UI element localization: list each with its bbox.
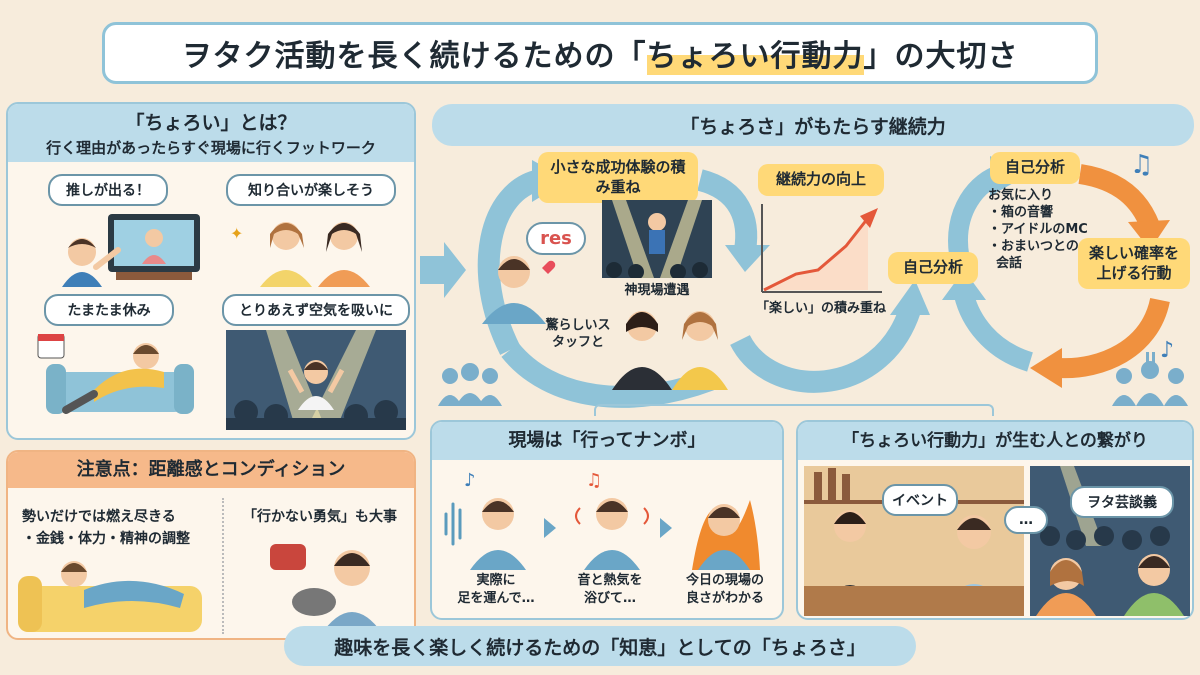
sofa-icon bbox=[37, 334, 194, 414]
encounter-caption: 神現場遭遇 bbox=[624, 283, 690, 298]
connections-panel: 「ちょろい行動力」が生む人との繋がり イベント … ヲタ芸談義 bbox=[796, 420, 1194, 620]
reason-card-holiday: たまたま休み bbox=[26, 294, 201, 434]
reason-card-air: とりあえず空気を吸いに bbox=[220, 294, 410, 434]
stage-illustration bbox=[602, 200, 712, 278]
self-analysis-top: 自己分析 bbox=[990, 152, 1080, 184]
caution-header: 注意点：距離感とコンディション bbox=[8, 452, 414, 488]
crowd-icon-left bbox=[438, 363, 502, 406]
caution-left-line1: 勢いだけでは燃え尽きる bbox=[22, 509, 176, 525]
connections-header: 「ちょろい行動力」が生む人との繋がり bbox=[798, 422, 1192, 460]
page-title: ヲタク活動を長く続けるための「ちょろい行動力」の大切さ bbox=[102, 22, 1098, 84]
footer-banner: 趣味を長く楽しく続けるための「知恵」としての「ちょろさ」 bbox=[284, 626, 916, 666]
reason-bubble-air: とりあえず空気を吸いに bbox=[222, 294, 410, 326]
genba-step-3: 今日の現場の 良さがわかる bbox=[670, 572, 780, 607]
self-analysis-left: 自己分析 bbox=[888, 252, 978, 284]
music-note-icon-4: ♫ bbox=[586, 470, 603, 491]
music-note-icon-2: ♪ bbox=[1160, 338, 1175, 363]
genba-step-2-line2: 浴びて… bbox=[583, 590, 636, 606]
title-highlight: ちょろい行動力 bbox=[646, 31, 864, 75]
connector-line bbox=[594, 404, 994, 416]
genba-step-1-line2: 足を運んで… bbox=[457, 590, 535, 606]
music-note-icon-3: ♪ bbox=[464, 470, 476, 491]
dots-bubble: … bbox=[1004, 506, 1048, 534]
tv-icon bbox=[62, 214, 200, 287]
caution-divider bbox=[222, 498, 224, 634]
reason-bubble-holiday: たまたま休み bbox=[44, 294, 174, 326]
success-label: 小さな成功体験の積み重ね bbox=[538, 152, 698, 203]
sparkle-icon: ✦ bbox=[230, 224, 244, 243]
choroi-heading: 「ちょろい」とは？ bbox=[125, 112, 297, 134]
caution-right-title: 「行かない勇気」も大事 bbox=[243, 509, 397, 525]
graph-caption: 「楽しい」の積み重ね bbox=[755, 301, 886, 316]
res-bubble: res bbox=[526, 222, 586, 255]
choroi-panel: 「ちょろい」とは？ 行く理由があったらすぐ現場に行くフットワーク 推しが出る！ … bbox=[6, 102, 416, 440]
resting-person-illustration bbox=[18, 561, 202, 632]
success-label-text: 小さな成功体験の積み重ね bbox=[550, 158, 686, 196]
growth-label: 継続力の向上 bbox=[758, 164, 884, 196]
friends-illustration bbox=[260, 222, 370, 287]
analysis-item-3: ・おまいつとの bbox=[988, 238, 1079, 254]
sound-wave-icon bbox=[444, 498, 760, 570]
genba-step-1-line1: 実際に bbox=[476, 573, 516, 588]
arrow-right-icon bbox=[420, 242, 466, 298]
person-res-illustration bbox=[482, 256, 556, 324]
bottle-icon bbox=[814, 468, 850, 500]
genba-step-3-line1: 今日の現場の bbox=[685, 573, 764, 588]
reason-card-friends: 知り合いが楽しそう ✦ bbox=[220, 174, 405, 289]
genba-panel: 現場は「行ってナンボ」 ♪ ♫ 実際に 足を運んで… 音と熱気を 浴びて… 今日… bbox=[430, 420, 784, 620]
analysis-list: お気に入り ・箱の音響 ・アイドルのMC ・おまいつとの 会話 bbox=[988, 188, 1098, 272]
spotlight-icon bbox=[226, 330, 406, 430]
genba-header: 現場は「行ってナンボ」 bbox=[432, 422, 782, 460]
choroi-panel-header: 「ちょろい」とは？ 行く理由があったらすぐ現場に行くフットワーク bbox=[8, 104, 414, 162]
wallet-icon bbox=[270, 544, 384, 636]
caution-panel: 注意点：距離感とコンディション 勢いだけでは燃え尽きる ・金銭・体力・精神の調整… bbox=[6, 450, 416, 640]
staff-caption: 驚らしいスタッフと bbox=[540, 318, 616, 352]
title-pre: ヲタク活動を長く続けるための「 bbox=[181, 39, 647, 74]
growth-graph bbox=[761, 204, 882, 293]
analysis-item-4: 会話 bbox=[996, 255, 1023, 271]
crowd-icon-right bbox=[1112, 352, 1188, 406]
genba-step-3-line2: 良さがわかる bbox=[685, 590, 764, 606]
reason-card-oshi: 推しが出る！ bbox=[26, 174, 201, 289]
analysis-item-2: ・アイドルのMC bbox=[988, 221, 1088, 237]
caution-left-line2: ・金銭・体力・精神の調整 bbox=[22, 531, 190, 547]
genba-step-2-line1: 音と熱気を bbox=[577, 573, 643, 588]
talk-bubble: ヲタ芸談義 bbox=[1070, 486, 1174, 518]
analysis-item-0: お気に入り bbox=[988, 188, 1054, 203]
music-note-icon: ♫ bbox=[1130, 150, 1154, 180]
probability-label: 楽しい確率を上げる行動 bbox=[1078, 238, 1190, 289]
heart-icon bbox=[542, 260, 556, 274]
genba-step-2: 音と熱気を 浴びて… bbox=[560, 572, 660, 607]
staff-illustration bbox=[612, 311, 728, 390]
reason-bubble-friends: 知り合いが楽しそう bbox=[226, 174, 396, 206]
continuity-header: 「ちょろさ」がもたらす継続力 bbox=[432, 104, 1194, 146]
staff-caption-text: 驚らしいスタッフと bbox=[545, 318, 611, 350]
event-bubble: イベント bbox=[882, 484, 958, 516]
analysis-item-1: ・箱の音響 bbox=[988, 204, 1054, 220]
genba-step-1: 実際に 足を運んで… bbox=[446, 572, 546, 607]
choroi-subheading: 行く理由があったらすぐ現場に行くフットワーク bbox=[46, 139, 376, 157]
title-post: 」の大切さ bbox=[863, 39, 1019, 74]
reason-bubble-oshi: 推しが出る！ bbox=[48, 174, 168, 206]
